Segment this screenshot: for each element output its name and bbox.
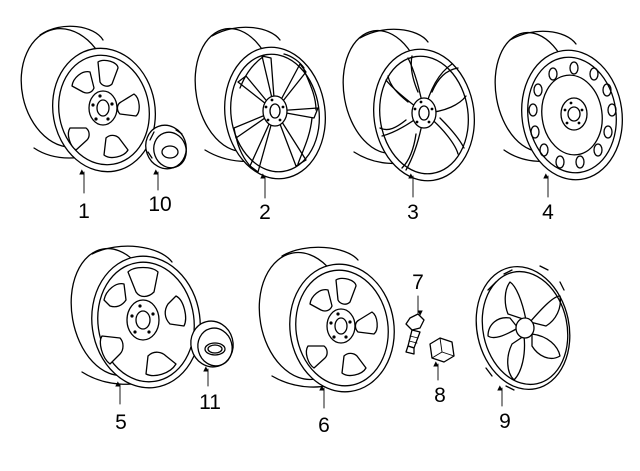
part-6-wheel[interactable]: 6 bbox=[250, 245, 403, 437]
part-8-lugnut[interactable]: 8 bbox=[429, 337, 455, 407]
tire-pressure-valve-stem-icon bbox=[405, 313, 425, 355]
part-9-cover[interactable]: 9 bbox=[465, 258, 581, 433]
part-4-callout: 4 bbox=[542, 201, 554, 224]
part-10-callout: 10 bbox=[148, 193, 171, 216]
part-7-callout: 7 bbox=[412, 271, 424, 294]
steel-wheel-icon bbox=[494, 30, 623, 181]
part-1-callout: 1 bbox=[78, 200, 90, 223]
part-5-callout: 5 bbox=[115, 411, 127, 434]
five-spoke-alloy-wheel-icon bbox=[258, 246, 395, 393]
part-3-callout: 3 bbox=[407, 201, 419, 224]
part-2-callout: 2 bbox=[259, 201, 271, 224]
part-11-cap[interactable]: 11 bbox=[186, 316, 238, 414]
part-8-callout: 8 bbox=[434, 384, 446, 407]
center-cap-with-logo-icon bbox=[190, 320, 234, 368]
part-5-wheel[interactable]: 5 bbox=[62, 242, 209, 434]
part-1-wheel[interactable]: 1 bbox=[10, 20, 165, 223]
multi-spoke-alloy-wheel-icon bbox=[194, 26, 327, 180]
five-spoke-alloy-wheel-icon bbox=[20, 25, 157, 173]
alloy-wheel-with-center-cap-icon bbox=[70, 245, 201, 389]
part-6-callout: 6 bbox=[318, 414, 330, 437]
part-2-wheel[interactable]: 2 bbox=[186, 22, 334, 224]
split-spoke-alloy-wheel-icon bbox=[342, 28, 476, 182]
part-4-wheel[interactable]: 4 bbox=[486, 26, 630, 224]
center-cap-icon bbox=[145, 124, 187, 170]
part-11-callout: 11 bbox=[199, 391, 221, 414]
part-7-valve[interactable]: 7 bbox=[405, 271, 425, 355]
part-10-cap[interactable]: 10 bbox=[140, 119, 193, 216]
part-9-callout: 9 bbox=[499, 410, 511, 433]
part-3-wheel[interactable]: 3 bbox=[334, 24, 483, 224]
wheel-cover-icon bbox=[475, 265, 571, 391]
lug-nut-icon bbox=[429, 337, 455, 363]
